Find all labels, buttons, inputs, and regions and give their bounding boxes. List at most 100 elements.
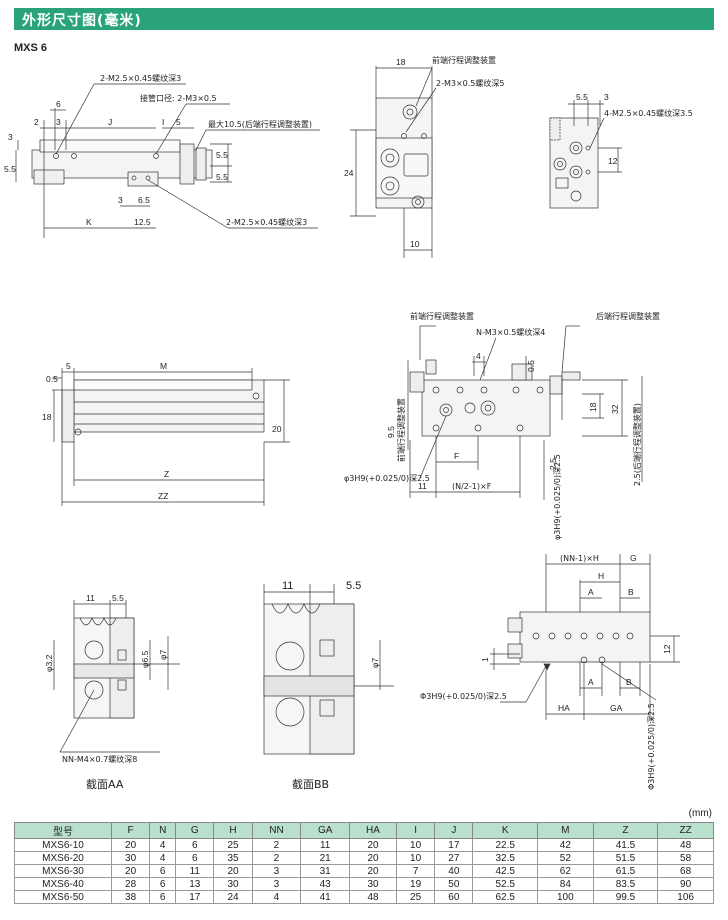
max-stroke-label: 最大10.5(后端行程调整装置) bbox=[208, 119, 312, 129]
section-aa-drawing bbox=[53, 600, 180, 753]
hole-label-br: Φ3H9(+0.025/0)深2.5 bbox=[420, 692, 507, 701]
table-cell: 2 bbox=[251, 851, 302, 865]
dim-11-aa: 11 bbox=[86, 593, 95, 603]
table-cell: MXS6-40 bbox=[14, 877, 112, 891]
col-header: GA bbox=[300, 822, 351, 839]
dim-5-5-bb: 5.5 bbox=[346, 580, 361, 592]
table-cell: 99.5 bbox=[592, 890, 659, 904]
table-cell: 20 bbox=[349, 851, 397, 865]
dim-0-5-mr: 0.5 bbox=[526, 360, 536, 372]
dim-24: 24 bbox=[344, 168, 354, 178]
table-cell: 11 bbox=[300, 838, 351, 852]
section-bb-drawing bbox=[263, 584, 394, 755]
dim-Z: Z bbox=[164, 469, 169, 479]
table-cell: 27 bbox=[434, 851, 474, 865]
table-cell: MXS6-50 bbox=[14, 890, 112, 904]
table-cell: 30 bbox=[213, 877, 253, 891]
hole-vertical-mr: φ3H9(+0.025/0)深2.5 bbox=[553, 454, 562, 540]
col-header: HA bbox=[349, 822, 397, 839]
table-cell: 3 bbox=[251, 877, 302, 891]
table-cell: 22.5 bbox=[472, 838, 538, 852]
table-cell: 62 bbox=[536, 864, 594, 878]
dim-3-tr: 3 bbox=[604, 92, 609, 102]
dim-I: I bbox=[162, 117, 164, 127]
table-cell: 4 bbox=[251, 890, 302, 904]
section-title: 外形尺寸图(毫米) bbox=[22, 13, 142, 29]
rear-adj-vertical: 2.5(后端行程调整装置) bbox=[632, 403, 642, 486]
front-adj-label-mr: 前端行程调整装置 bbox=[410, 311, 474, 321]
table-cell: 58 bbox=[657, 851, 714, 865]
table-cell: 21 bbox=[300, 851, 351, 865]
dim-18-top: 18 bbox=[396, 57, 406, 67]
formula-nn: (NN-1)×H bbox=[560, 554, 599, 563]
table-cell: 83.5 bbox=[592, 877, 659, 891]
dim-G: G bbox=[630, 553, 637, 563]
col-header: G bbox=[175, 822, 215, 839]
dim-5-5-tr: 5.5 bbox=[576, 92, 588, 102]
dim-9-5: 9.5 bbox=[386, 426, 396, 438]
table-cell: 4 bbox=[149, 851, 177, 865]
table-cell: 51.5 bbox=[592, 851, 659, 865]
dim-3: 3 bbox=[56, 117, 61, 127]
table-cell: 61.5 bbox=[592, 864, 659, 878]
table-cell: 6 bbox=[175, 838, 215, 852]
caption-section-aa: 截面AA bbox=[86, 778, 124, 791]
dim-2-5-mr: 2.5 bbox=[548, 458, 558, 470]
dim-12-tr: 12 bbox=[608, 156, 618, 166]
dimension-table: 型号 F N G H NN GA HA I J K M Z ZZ MXS6-10… bbox=[14, 822, 714, 904]
table-cell: 4 bbox=[149, 838, 177, 852]
dim-phi-7-aa: φ7 bbox=[158, 649, 168, 660]
table-cell: 20 bbox=[110, 838, 151, 852]
dim-GA: GA bbox=[610, 703, 623, 713]
table-cell: 20 bbox=[213, 864, 253, 878]
dim-11-bb: 11 bbox=[282, 580, 293, 592]
col-header: M bbox=[536, 822, 594, 839]
dim-HA: HA bbox=[558, 703, 570, 713]
tap-m3-label: 2-M3×0.5螺纹深5 bbox=[436, 78, 504, 88]
view-mid-right bbox=[407, 325, 643, 500]
table-cell: 43 bbox=[300, 877, 351, 891]
dim-b65: 6.5 bbox=[138, 195, 150, 205]
dim-32: 32 bbox=[610, 404, 620, 414]
table-cell: 3 bbox=[251, 864, 302, 878]
dim-5-ml: 5 bbox=[66, 361, 71, 371]
dim-B: B bbox=[628, 587, 634, 597]
table-cell: 40 bbox=[434, 864, 474, 878]
table-cell: 10 bbox=[395, 851, 436, 865]
table-cell: 6 bbox=[149, 877, 177, 891]
table-cell: 30 bbox=[349, 877, 397, 891]
table-cell: 52 bbox=[536, 851, 594, 865]
dim-r55b: 5.5 bbox=[216, 172, 228, 182]
tap-n-label: N-M3×0.5螺纹深4 bbox=[476, 327, 545, 337]
tap-nn-label: NN-M4×0.7螺纹深8 bbox=[62, 754, 137, 764]
dim-0-5-ml: 0.5 bbox=[46, 374, 58, 384]
dim-12-br: 12 bbox=[662, 644, 672, 654]
view-mid-left bbox=[52, 368, 290, 506]
dim-12-5: 12.5 bbox=[134, 217, 151, 227]
hole-label-mr: φ3H9(+0.025/0)深2.5 bbox=[344, 474, 430, 483]
hole-vertical-br: Φ3H9(+0.025/0)深2.5 bbox=[647, 703, 656, 790]
table-cell: 48 bbox=[657, 838, 714, 852]
rear-adj-label: 后端行程调整装置 bbox=[596, 311, 660, 321]
dim-18-mr: 18 bbox=[588, 402, 598, 412]
dim-1-br: 1 bbox=[480, 657, 490, 662]
dim-phi-7-bb: φ7 bbox=[370, 657, 380, 668]
front-adj-vertical: 前端行程调整装置 bbox=[396, 398, 406, 462]
dim-r55a: 5.5 bbox=[216, 150, 228, 160]
view-top-right bbox=[549, 100, 622, 209]
table-cell: 7 bbox=[395, 864, 436, 878]
table-cell: 41.5 bbox=[592, 838, 659, 852]
table-cell: 17 bbox=[175, 890, 215, 904]
view-top-left bbox=[15, 83, 320, 238]
table-cell: 62.5 bbox=[472, 890, 538, 904]
section-header: 外形尺寸图(毫米) bbox=[14, 8, 714, 30]
table-cell: 6 bbox=[149, 864, 177, 878]
dim-6: 6 bbox=[56, 99, 61, 109]
table-cell: 13 bbox=[175, 877, 215, 891]
table-cell: 31 bbox=[300, 864, 351, 878]
table-cell: 42 bbox=[536, 838, 594, 852]
dim-18-ml: 18 bbox=[42, 412, 52, 422]
